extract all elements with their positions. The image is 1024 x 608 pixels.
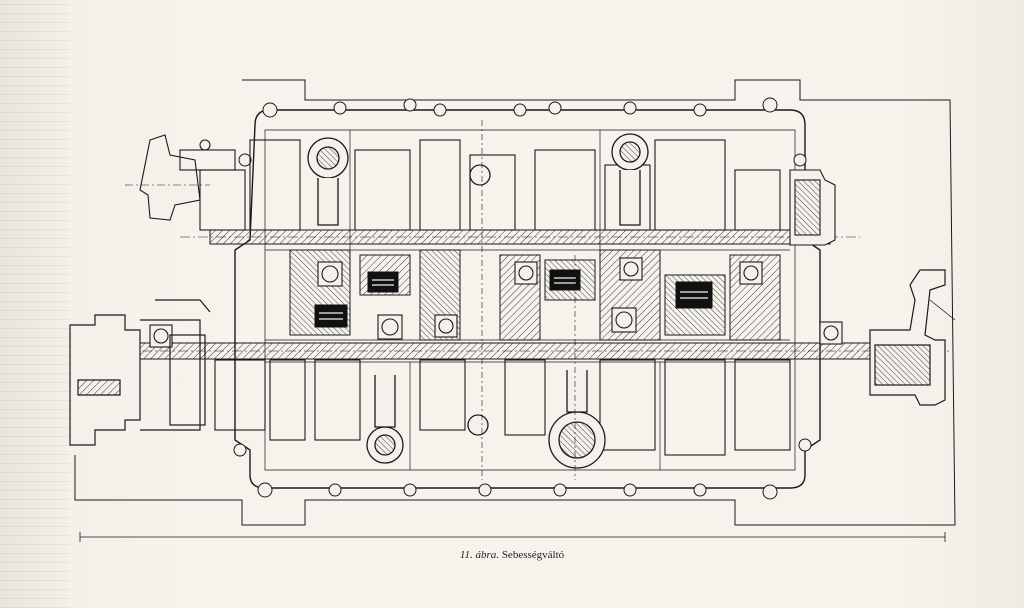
figure-caption: 11. ábra. Sebességváltó	[0, 549, 1024, 561]
figure-number: 11.	[459, 549, 473, 561]
figure-title: Sebességváltó	[501, 549, 565, 561]
figure-label: ábra.	[475, 549, 500, 561]
bleed-through-text	[0, 0, 70, 608]
